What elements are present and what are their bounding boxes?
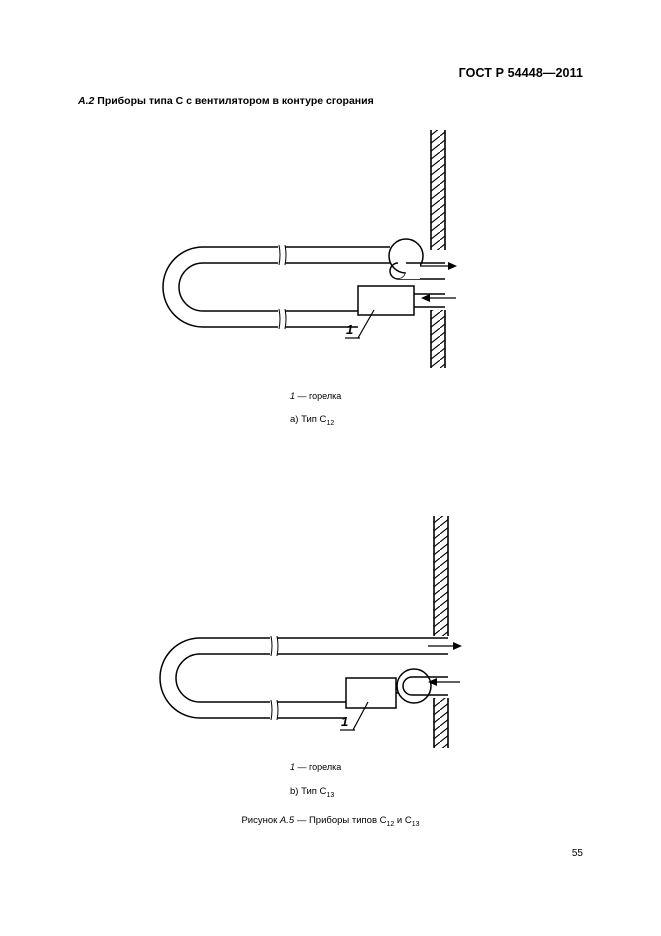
burner-box-b [345, 677, 397, 709]
subfigure-label-a: a) Тип С12 [290, 414, 335, 427]
subfigure-label-a-text: a) Тип С [290, 414, 327, 425]
legend-b: 1 — горелка [290, 762, 341, 772]
figure-caption: Рисунок А.5 — Приборы типов С12 и С13 [0, 815, 661, 828]
figure-b-diagram: 1 [159, 516, 462, 748]
legend-a: 1 — горелка [290, 391, 341, 401]
wall-a [428, 130, 448, 368]
fan-circle-b [396, 668, 432, 704]
legend-text-b: — горелка [297, 762, 342, 772]
section-heading: A.2 Приборы типа С с вентилятором в конт… [78, 95, 374, 107]
caption-number: А.5 [279, 815, 295, 826]
figure-a-diagram: 1 [162, 130, 457, 368]
intake-arrow-b [428, 678, 460, 686]
burner-box-a [357, 285, 415, 316]
caption-sub-1: 12 [386, 821, 395, 828]
exhaust-arrow-b [428, 642, 462, 650]
break-marks-a [278, 244, 287, 330]
legend-text-a: — горелка [297, 391, 342, 401]
legend-number-b: 1 [290, 762, 296, 772]
caption-sub-2: 13 [411, 821, 420, 828]
subfigure-label-a-sub: 12 [326, 420, 335, 427]
legend-number-a: 1 [290, 391, 296, 401]
figure-b: 1 [0, 510, 661, 760]
figure-a: 1 [0, 120, 661, 380]
callout-1-b: 1 [341, 714, 348, 729]
section-number: A.2 [78, 95, 95, 107]
page-number: 55 [571, 848, 583, 859]
subfigure-label-b-text: b) Тип С [290, 786, 327, 797]
caption-prefix: Рисунок [241, 815, 280, 826]
intake-arrow-a [421, 294, 456, 302]
break-marks-b [270, 635, 279, 721]
exhaust-duct-b [159, 637, 448, 719]
caption-text: — Приборы типов С [294, 815, 387, 826]
exhaust-arrow-a [420, 262, 457, 270]
caption-mid: и С [394, 815, 412, 826]
leader-line-a [357, 309, 375, 339]
callout-1-a: 1 [346, 322, 353, 337]
section-title-text: Приборы типа С с вентилятором в контуре … [97, 95, 374, 107]
document-code: ГОСТ Р 54448—2011 [458, 66, 583, 80]
subfigure-label-b: b) Тип С13 [290, 786, 335, 799]
subfigure-label-b-sub: 13 [326, 792, 335, 799]
leader-line-b [352, 701, 369, 731]
wall-b [431, 516, 451, 748]
